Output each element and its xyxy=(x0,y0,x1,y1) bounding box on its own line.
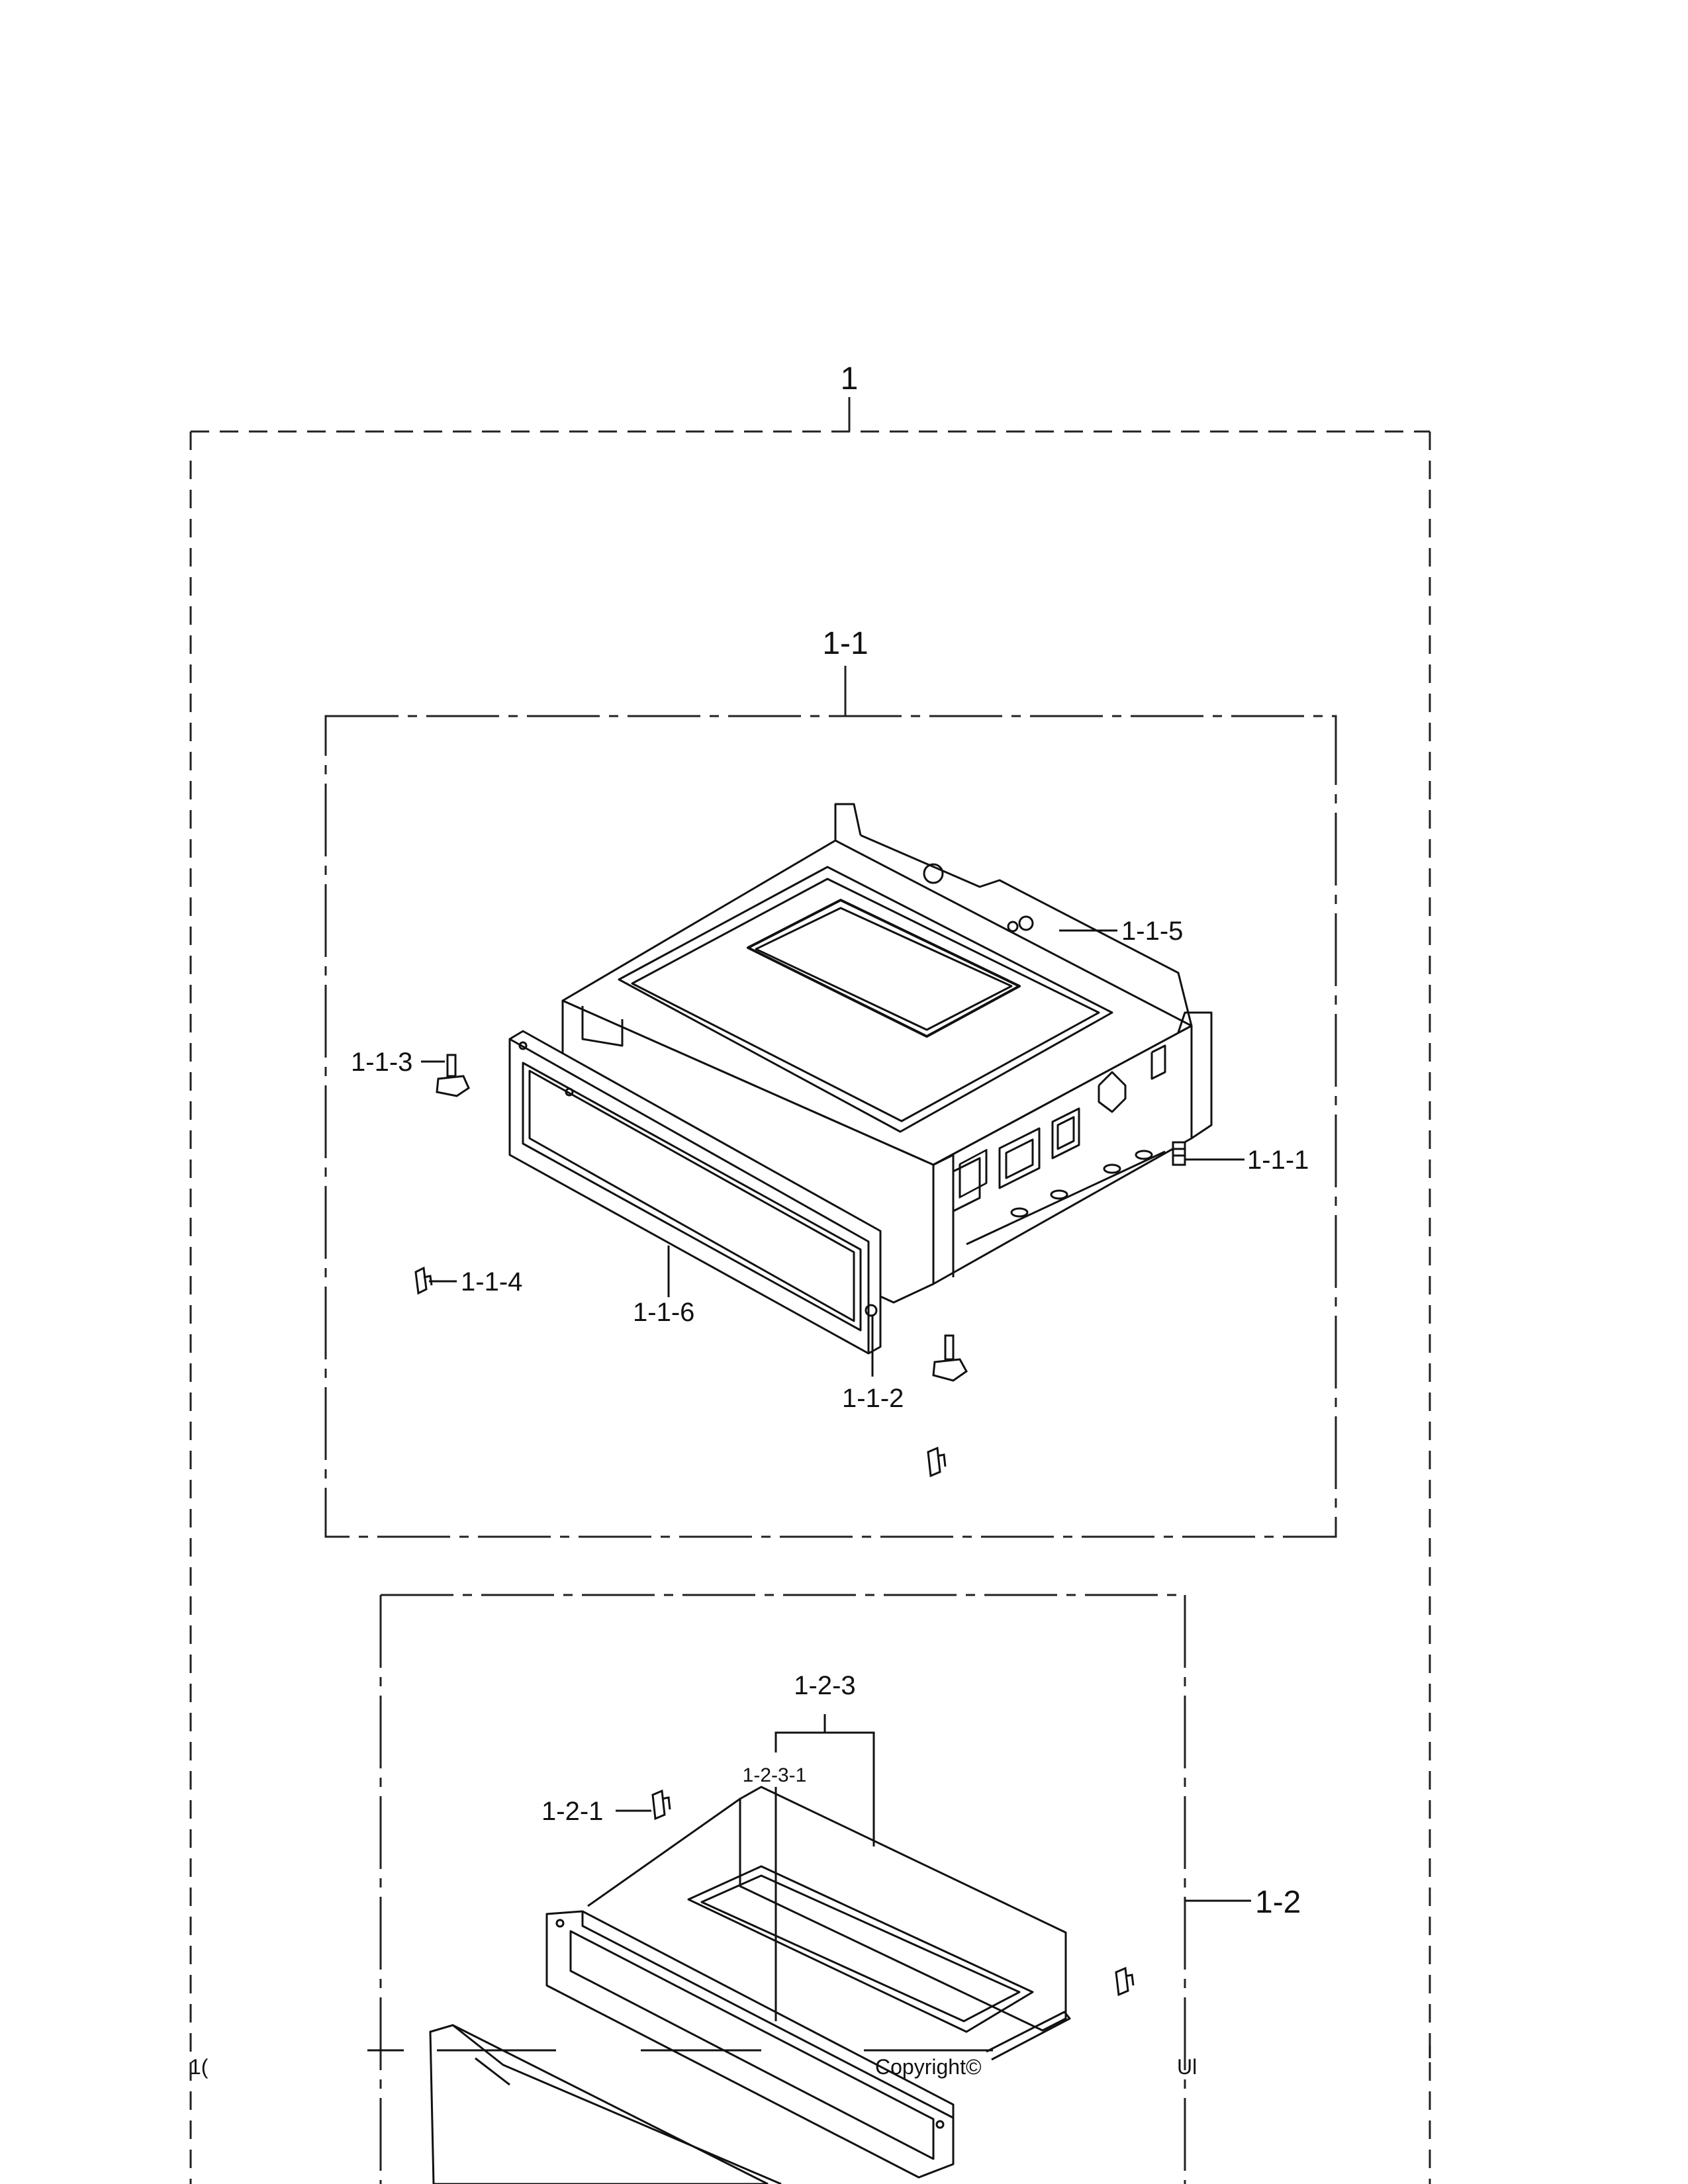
clip-1-2-1 xyxy=(651,1789,671,1821)
clip-lower xyxy=(927,1446,947,1478)
leader-lines-1-1 xyxy=(421,929,1244,1377)
callout-1: 1 xyxy=(841,361,859,396)
footer-left-fragment: 1( xyxy=(189,2055,209,2079)
callout-1-1: 1-1 xyxy=(822,626,868,661)
footer-copyright: Copyright© xyxy=(875,2055,982,2079)
leader-lines-1-2 xyxy=(616,1714,875,2021)
callout-1-1-4: 1-1-4 xyxy=(461,1267,522,1297)
callout-1-2-1: 1-2-1 xyxy=(541,1797,603,1826)
callout-1-1-1: 1-1-1 xyxy=(1247,1146,1309,1175)
leveling-leg-1-1-3 xyxy=(436,1054,470,1097)
front-trim-frame-drawing xyxy=(508,1030,882,1355)
callout-1-1-5: 1-1-5 xyxy=(1121,917,1183,946)
footer-strip xyxy=(367,2045,1431,2058)
clip-right-1-2 xyxy=(1115,1966,1135,1997)
assembly-1-2-boundary xyxy=(379,1594,1186,2184)
drawer-drawing xyxy=(545,1786,1071,2179)
leveling-leg-lower xyxy=(932,1334,968,1382)
callout-1-2-3-1: 1-2-3-1 xyxy=(743,1764,807,1786)
callout-1-1-2: 1-1-2 xyxy=(842,1384,904,1413)
callout-1-2: 1-2 xyxy=(1255,1885,1301,1920)
drawer-front-panel xyxy=(429,2024,782,2184)
footer-right-fragment: Ul xyxy=(1177,2055,1197,2079)
assembly-1-boundary xyxy=(189,430,1431,2184)
screw-1-1-1 xyxy=(1172,1141,1186,1166)
callout-1-1-3: 1-1-3 xyxy=(351,1048,412,1077)
callout-1-2-3: 1-2-3 xyxy=(794,1671,855,1700)
callout-1-1-6: 1-1-6 xyxy=(633,1298,694,1327)
assembly-1-1-boundary xyxy=(324,715,1337,1538)
